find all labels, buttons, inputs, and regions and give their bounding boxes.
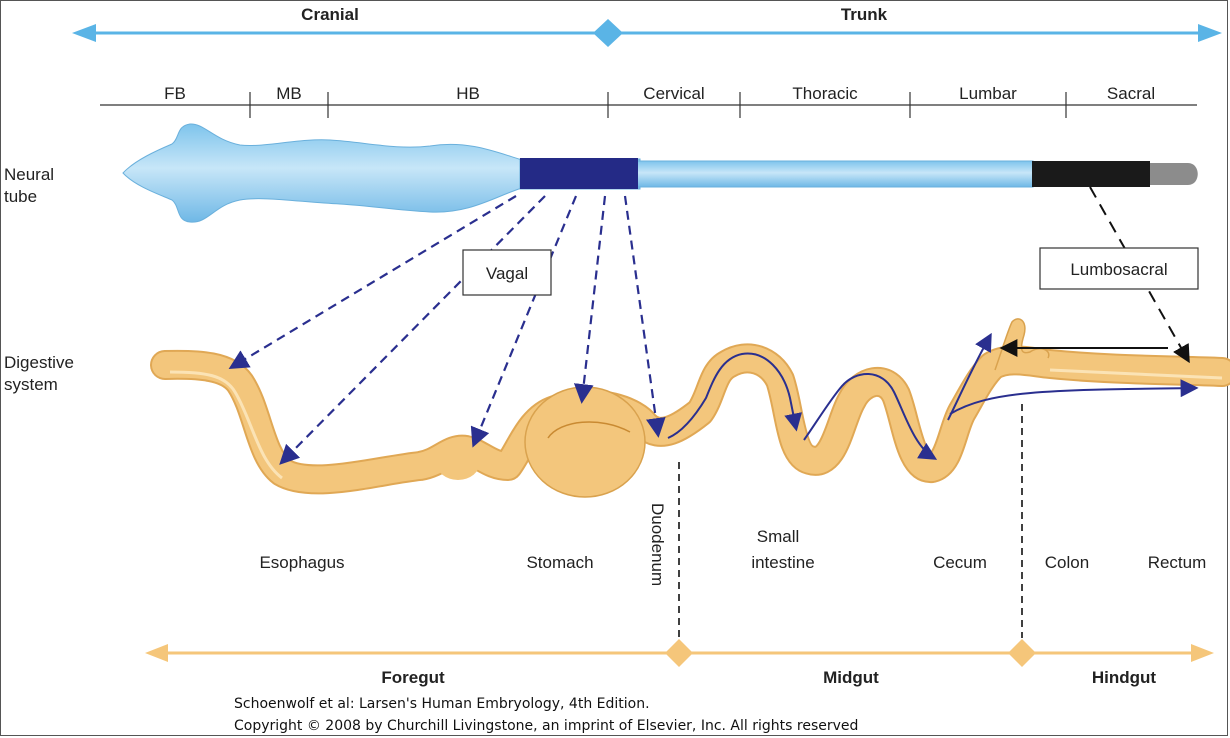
credit-line-2: Copyright © 2008 by Churchill Livingston… bbox=[234, 718, 858, 734]
gut-region-axis: Foregut Midgut Hindgut bbox=[145, 639, 1214, 687]
vagal-label: Vagal bbox=[486, 264, 528, 283]
digestive-label-2: system bbox=[4, 375, 58, 394]
migration-path bbox=[667, 332, 1199, 460]
esophagus-label: Esophagus bbox=[259, 553, 344, 572]
vagal-box: Vagal bbox=[462, 249, 552, 296]
lumbosacral-label: Lumbosacral bbox=[1070, 260, 1167, 279]
trunk-label: Trunk bbox=[841, 5, 888, 24]
small-intestine-label-1: Small bbox=[757, 527, 800, 546]
lumbosacral-box: Lumbosacral bbox=[1039, 247, 1199, 290]
neural-tube-label-2: tube bbox=[4, 187, 37, 206]
tail-region bbox=[1150, 163, 1198, 185]
digestive-tube bbox=[150, 318, 1230, 498]
sacral-region bbox=[1032, 161, 1150, 187]
foregut-label: Foregut bbox=[381, 668, 445, 687]
duodenum-label: Duodenum bbox=[648, 503, 667, 586]
segment-hb: HB bbox=[456, 84, 480, 103]
esophagus-bulge bbox=[436, 444, 480, 480]
segment-mb: MB bbox=[276, 84, 302, 103]
small-intestine-label-2: intestine bbox=[751, 553, 814, 572]
vagal-arrows bbox=[228, 195, 666, 465]
digestive-label-1: Digestive bbox=[4, 353, 74, 372]
credit-line-1: Schoenwolf et al: Larsen's Human Embryol… bbox=[234, 696, 650, 712]
segment-fb: FB bbox=[164, 84, 186, 103]
vagal-region bbox=[520, 158, 638, 189]
segment-ruler: FB MB HB Cervical Thoracic Lumbar Sacral bbox=[100, 84, 1197, 118]
cranial-trunk-axis: Cranial Trunk bbox=[72, 5, 1222, 47]
rectum-label: Rectum bbox=[1148, 553, 1207, 572]
segment-lumbar: Lumbar bbox=[959, 84, 1017, 103]
neural-tube-label-1: Neural bbox=[4, 165, 54, 184]
segment-sacral: Sacral bbox=[1107, 84, 1155, 103]
cecum-label: Cecum bbox=[933, 553, 987, 572]
lumbosacral-arrows bbox=[999, 186, 1190, 364]
stomach-label: Stomach bbox=[526, 553, 593, 572]
midgut-label: Midgut bbox=[823, 668, 879, 687]
colon-label: Colon bbox=[1045, 553, 1089, 572]
hindgut-label: Hindgut bbox=[1092, 668, 1157, 687]
stomach-shape bbox=[524, 386, 646, 498]
cranial-label: Cranial bbox=[301, 5, 359, 24]
segment-thoracic: Thoracic bbox=[792, 84, 858, 103]
segment-cervical: Cervical bbox=[643, 84, 704, 103]
neural-tube bbox=[122, 123, 1198, 223]
